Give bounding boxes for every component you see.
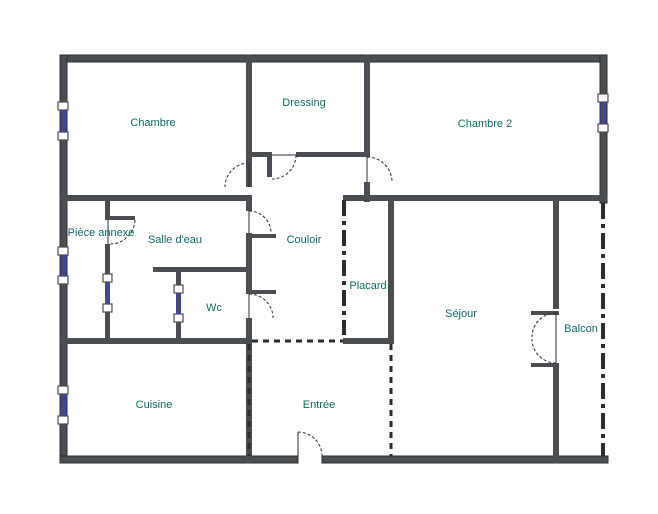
wall-couloir-stub-2 — [246, 290, 276, 294]
room-label-piece-annexe: Pièce annexe — [67, 227, 135, 239]
room-label-placard: Placard — [349, 280, 387, 292]
wall-dressing-bottom — [296, 152, 370, 157]
door-entree — [297, 431, 323, 459]
wall-balcon-stub-2 — [531, 363, 559, 367]
wall-sejour-bottom-stub — [343, 338, 394, 344]
door-balcon — [531, 312, 557, 364]
wall-placard-right — [388, 195, 394, 344]
wall-dressing-chambre2 — [364, 55, 370, 157]
wall-cuisine-top — [60, 338, 252, 344]
wall-dressing-bottom-left — [246, 152, 272, 157]
wall-chambre-bottom — [60, 195, 252, 201]
door-wc — [248, 293, 274, 319]
wall-annexe-right — [105, 199, 110, 219]
room-label-cuisine: Cuisine — [135, 399, 173, 411]
wall-bottom-left — [59, 455, 299, 464]
room-label-salle-eau: Salle d'eau — [147, 234, 203, 246]
wall-balcon-stub-1 — [531, 311, 559, 315]
room-label-couloir: Couloir — [286, 234, 322, 246]
wall-wc-left — [176, 267, 181, 344]
window-salle-eau — [102, 273, 113, 313]
room-label-chambre: Chambre — [130, 117, 176, 129]
window-chambre2 — [597, 93, 609, 133]
door-piece-annexe — [107, 219, 136, 245]
door-chambre2 — [366, 156, 393, 183]
wall-balcon-left-1 — [553, 195, 559, 309]
window-cuisine — [57, 385, 69, 425]
room-label-sejour: Séjour — [445, 308, 477, 320]
wall-bottom-right — [321, 455, 609, 464]
wall-annexe-stub — [105, 216, 135, 220]
door-chambre — [224, 162, 250, 188]
window-piece-annexe — [57, 246, 69, 285]
room-label-wc: Wc — [206, 302, 222, 314]
room-label-entree: Entrée — [302, 399, 336, 411]
door-dressing — [271, 154, 297, 180]
window-chambre — [57, 101, 69, 141]
wall-chambre2-bottom — [343, 195, 607, 201]
wall-chambre-dressing — [246, 55, 252, 187]
wall-couloir-left-1 — [246, 195, 252, 211]
window-wc — [173, 284, 184, 323]
room-label-chambre2: Chambre 2 — [457, 118, 513, 130]
wall-salle-eau-left — [105, 244, 110, 344]
wall-couloir-stub-1 — [246, 234, 276, 238]
wall-couloir-left-3 — [246, 318, 252, 344]
wall-balcon-left-2 — [553, 363, 559, 463]
wall-couloir-left-2 — [246, 233, 252, 293]
wall-wc-top — [153, 267, 252, 272]
wall-chambre2-left-low — [364, 182, 370, 202]
room-label-dressing: Dressing — [282, 97, 326, 109]
wall-top — [59, 54, 608, 63]
door-couloir-salle-eau — [248, 210, 272, 234]
wall-dressing-door-jamb — [267, 152, 272, 177]
room-label-balcon: Balcon — [564, 323, 598, 335]
